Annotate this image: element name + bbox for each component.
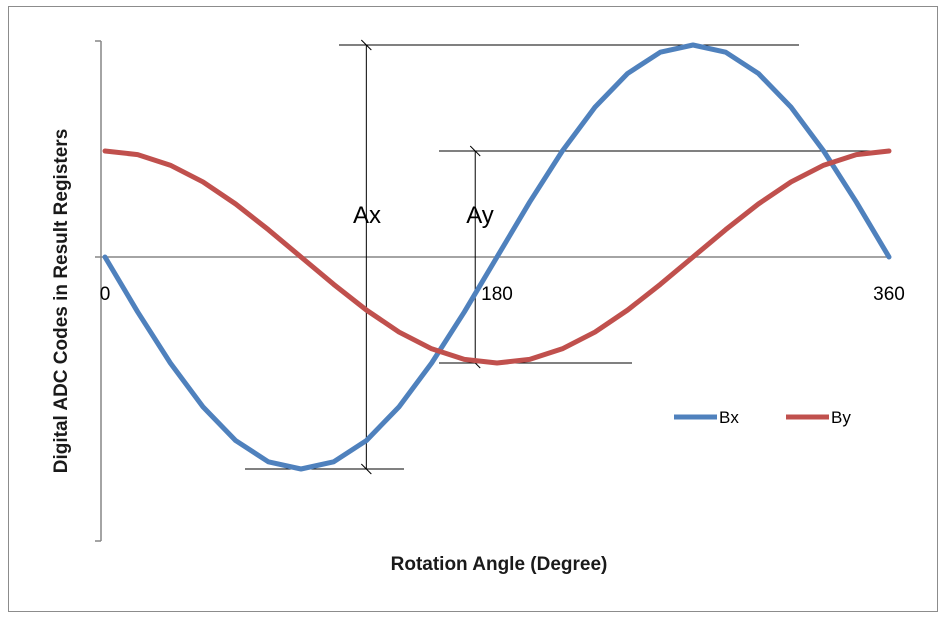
legend-label-by: By xyxy=(831,408,851,427)
annotation-label-ay: Ay xyxy=(466,202,494,229)
annotation-bottom-tick-ax xyxy=(360,463,372,475)
annotation-layer xyxy=(245,39,889,475)
x-tick-label-0: 0 xyxy=(100,284,111,305)
annotation-top-tick-ax xyxy=(360,39,372,51)
series-line-by xyxy=(102,148,892,366)
chart-frame: 0 180 360 Ax Ay Bx By Rotation Angle (Degr… xyxy=(8,6,938,612)
legend: Bx By xyxy=(674,408,851,427)
chart-svg: 0 180 360 Ax Ay Bx By Rotation Angle (Degr… xyxy=(51,39,905,575)
y-axis-title: Digital ADC Codes in Result Registers xyxy=(51,129,72,474)
x-tick-label-180: 180 xyxy=(481,284,513,305)
legend-label-bx: Bx xyxy=(719,408,739,427)
series-line-bx xyxy=(102,42,892,472)
x-axis-title: Rotation Angle (Degree) xyxy=(391,554,608,575)
x-tick-label-360: 360 xyxy=(873,284,905,305)
annotation-top-tick-ay xyxy=(469,145,481,157)
annotation-label-ax: Ax xyxy=(353,202,381,229)
tick-layer: 0 180 360 xyxy=(100,284,905,305)
series-layer xyxy=(102,42,892,472)
